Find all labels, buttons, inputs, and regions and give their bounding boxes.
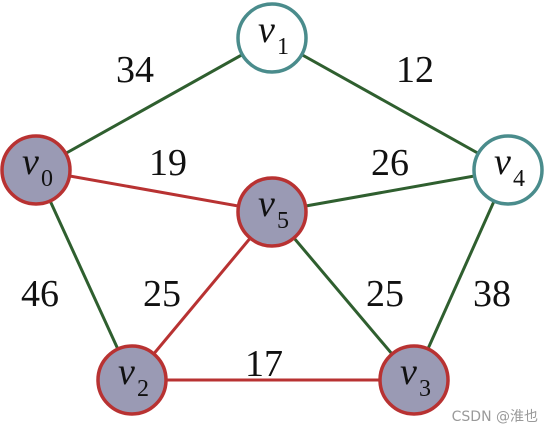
node-subscript-v2: 2: [137, 376, 149, 402]
edge-weight-v5-v3: 25: [366, 273, 404, 315]
edge-v0-v2: [34, 169, 134, 381]
edge-weight-v2-v5: 25: [143, 273, 181, 315]
node-label-v0: v: [22, 141, 39, 183]
edge-v1-v4: [271, 36, 509, 172]
edge-weight-v0-v1: 34: [116, 49, 154, 91]
edge-v4-v3: [412, 169, 510, 381]
node-label-v4: v: [494, 141, 511, 183]
node-circle-v4: [472, 134, 544, 206]
edge-weight-v0-v5: 19: [149, 142, 187, 184]
edge-weight-v2-v3: 17: [245, 343, 283, 385]
node-label-v3: v: [400, 351, 417, 393]
edge-weight-v1-v4: 12: [396, 49, 434, 91]
node-circle-v2: [96, 344, 168, 416]
node-circle-v0: [0, 134, 72, 206]
node-label-v5: v: [258, 183, 275, 225]
node-subscript-v4: 4: [513, 166, 525, 192]
edge-weight-v4-v3: 38: [473, 273, 511, 315]
node-subscript-v1: 1: [277, 34, 289, 60]
edge-v0-v5: [35, 168, 273, 214]
weights-layer: 34 12 19 26 46 25 25 38 17: [21, 49, 511, 385]
edges-layer: [34, 36, 510, 382]
node-circle-v3: [378, 344, 450, 416]
node-subscript-v5: 5: [277, 208, 289, 234]
edge-weight-v5-v4: 26: [371, 142, 409, 184]
node-circle-v5: [236, 176, 308, 248]
edge-v0-v1: [35, 36, 273, 172]
edge-v5-v4: [271, 168, 509, 214]
node-circle-v1: [236, 2, 308, 74]
node-label-v2: v: [118, 351, 135, 393]
node-label-v1: v: [258, 9, 275, 51]
node-subscript-v3: 3: [419, 376, 431, 402]
edge-weight-v0-v2: 46: [21, 273, 59, 315]
node-subscript-v0: 0: [41, 166, 53, 192]
watermark: CSDN @淮也: [451, 409, 538, 425]
edge-v2-v5: [130, 211, 274, 381]
edge-v5-v3: [270, 211, 416, 381]
